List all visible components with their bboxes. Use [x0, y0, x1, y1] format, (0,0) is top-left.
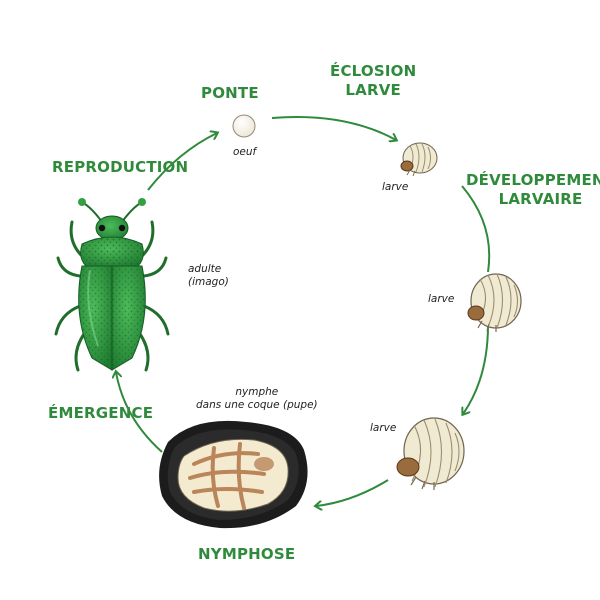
- note-larve-3: larve: [370, 422, 397, 434]
- small-larva-icon: [400, 142, 438, 177]
- note-nymphe: nymphe dans une coque (pupe): [196, 386, 318, 411]
- arrow-development-lower: [463, 324, 489, 414]
- arrow-ponte-to-eclosion: [271, 115, 396, 140]
- note-adulte: adulte (imago): [188, 263, 229, 288]
- arrow-development-upper: [461, 185, 491, 273]
- note-oeuf: oeuf: [233, 146, 257, 158]
- stage-label-emergence: ÉMERGENCE: [48, 404, 154, 422]
- arrow-reproduction-to-ponte: [147, 133, 217, 191]
- stage-label-reproduction: REPRODUCTION: [52, 158, 189, 176]
- stage-label-ponte: PONTE: [201, 84, 259, 102]
- egg-icon: [232, 114, 256, 138]
- large-larva-icon: [396, 417, 465, 490]
- stage-label-nymphose: NYMPHOSE: [198, 545, 296, 563]
- medium-larva-icon: [467, 273, 522, 332]
- note-larve-1: larve: [382, 181, 409, 193]
- note-larve-2: larve: [428, 293, 455, 305]
- cocoon-pupa-icon: [159, 420, 308, 529]
- arrow-nymphose-to-emergence: [116, 372, 163, 453]
- arrow-larva-to-nymphose: [316, 479, 389, 506]
- beetle-icon: [54, 198, 170, 372]
- stage-label-eclosion: ÉCLOSION LARVE: [330, 62, 417, 99]
- stage-label-developpement: DÉVELOPPEMENT LARVAIRE: [466, 171, 600, 208]
